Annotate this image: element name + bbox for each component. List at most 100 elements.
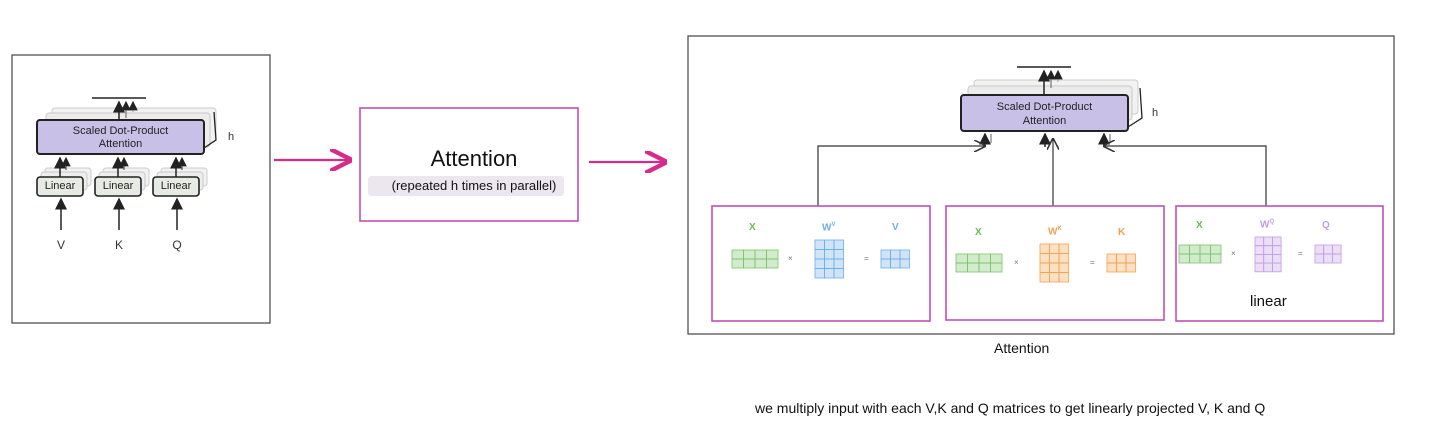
matrix-wq-cell [1272, 245, 1282, 255]
matrix-x-q-cell [1189, 253, 1201, 264]
linear-label-k: Linear [102, 180, 134, 192]
matrix-wk-cell [1049, 272, 1060, 283]
h-label-right: h [1152, 107, 1159, 119]
matrix-wq-cell [1263, 245, 1273, 255]
matrix-v-cell [899, 258, 910, 269]
matrix-wk-cell [1058, 262, 1069, 273]
sdpa-label-line1: Scaled Dot-Product [72, 125, 169, 137]
matrix-x-k-cell [955, 262, 968, 273]
matrix-q-cell [1332, 253, 1342, 264]
linear-label-v: Linear [44, 180, 76, 192]
matrix-wk-cell [1039, 262, 1050, 273]
matrix-x-v-cell [754, 249, 767, 260]
matrix-wk-cell [1058, 253, 1069, 264]
panel-k-x-label: X [975, 227, 982, 238]
panel-v-equals: = [864, 254, 869, 263]
matrix-v-cell [890, 249, 901, 260]
matrix-x-v-cell [731, 258, 744, 269]
h-bracket [1127, 87, 1143, 128]
h-bracket [203, 111, 217, 149]
matrix-k-cell [1106, 262, 1117, 273]
panel-q-x-label: X [1196, 220, 1203, 231]
matrix-x-k-cell [990, 262, 1003, 273]
matrix-wv [814, 239, 844, 279]
panel-v-x-label: X [749, 222, 756, 233]
matrix-x-v-cell [731, 249, 744, 260]
matrix-k [1106, 253, 1136, 273]
matrix-v-cell [890, 258, 901, 269]
panel-k-times: × [1014, 258, 1019, 267]
middle-title: Attention [430, 146, 518, 171]
matrix-x-q-cell [1178, 253, 1190, 264]
panel-v-out-label: V [892, 222, 899, 233]
middle-subtitle: (repeated h times in parallel) [391, 178, 557, 193]
matrix-x-k-cell [990, 253, 1003, 264]
matrix-wk-cell [1039, 272, 1050, 283]
matrix-x-v-cell [754, 258, 767, 269]
matrix-wq-cell [1254, 262, 1265, 273]
matrix-wq-cell [1272, 262, 1282, 273]
matrix-k-cell [1106, 253, 1117, 264]
matrix-x-v-cell [766, 258, 779, 269]
matrix-v-cell [880, 249, 891, 260]
input-v-label: V [56, 238, 65, 252]
linear-box-k [94, 167, 150, 197]
matrix-wq-cell [1254, 236, 1265, 247]
input-k-label: K [114, 238, 123, 252]
panel-q-note: linear [1250, 293, 1287, 310]
panel-q-out-label: Q [1322, 220, 1330, 231]
matrix-q-cell [1332, 244, 1342, 255]
panel-q-times: × [1231, 249, 1236, 258]
matrix-x-q-cell [1199, 253, 1211, 264]
footer-note: we multiply input with each V,K and Q ma… [755, 400, 1266, 416]
matrix-x-k-cell [978, 253, 991, 264]
matrix-k-cell [1116, 253, 1127, 264]
matrix-x-q-cell [1189, 244, 1201, 255]
matrix-q-cell [1323, 253, 1333, 264]
matrix-wv-cell [824, 249, 835, 260]
linear-label-q: Linear [160, 180, 192, 192]
panel-k-w-label: WK [1048, 226, 1062, 238]
matrix-wq-cell [1263, 253, 1273, 264]
matrix-x-v [731, 249, 779, 269]
matrix-wk [1039, 243, 1069, 283]
matrix-wk-cell [1039, 253, 1050, 264]
matrix-v-cell [899, 249, 910, 260]
matrix-wk-cell [1039, 243, 1050, 254]
matrix-x-q-cell [1210, 244, 1222, 255]
matrix-x-q [1178, 244, 1222, 264]
matrix-x-k-cell [978, 262, 991, 273]
matrix-wk-cell [1058, 243, 1069, 254]
matrix-wq [1254, 236, 1282, 273]
matrix-wv-cell [824, 268, 835, 279]
matrix-wv-cell [814, 268, 825, 279]
matrix-k-cell [1125, 262, 1136, 273]
matrix-wq-cell [1263, 236, 1273, 247]
input-q-label: Q [172, 238, 182, 252]
right-caption: Attention [994, 340, 1050, 356]
matrix-wv-cell [824, 239, 835, 250]
connector-v-panel [817, 146, 985, 206]
matrix-x-k-cell [955, 253, 968, 264]
matrix-q-cell [1314, 244, 1325, 255]
matrix-x-k-cell [967, 262, 980, 273]
matrix-wk-cell [1049, 262, 1060, 273]
panel-v-times: × [788, 254, 793, 263]
matrix-wq-cell [1272, 236, 1282, 247]
matrix-k-cell [1125, 253, 1136, 264]
panel-v [711, 205, 931, 322]
matrix-k-cell [1116, 262, 1127, 273]
matrix-x-v-cell [743, 249, 756, 260]
matrix-x-q-cell [1199, 244, 1211, 255]
connector-q-panel [1104, 146, 1267, 206]
h-label: h [228, 131, 235, 143]
subtitle-highlight [368, 176, 564, 196]
sdpa-label-line1-right: Scaled Dot-Product [996, 101, 1093, 113]
matrix-wv-cell [814, 239, 825, 250]
matrix-x-v-cell [766, 249, 779, 260]
matrix-wv-cell [833, 249, 844, 260]
matrix-v [880, 249, 910, 269]
matrix-wv-cell [833, 268, 844, 279]
panel-q-w-label: WQ [1260, 219, 1275, 231]
